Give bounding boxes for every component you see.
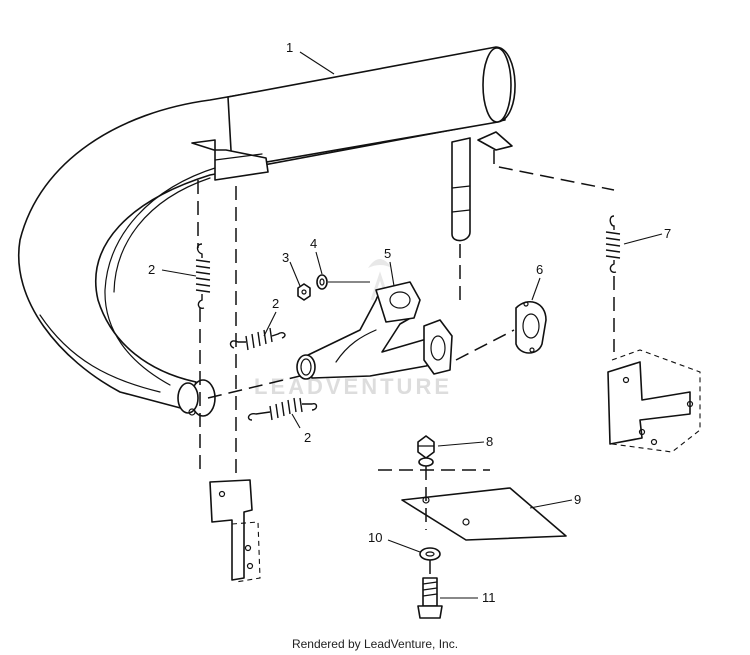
nut-part-8 bbox=[417, 435, 435, 467]
callout-1: 1 bbox=[286, 40, 293, 55]
callout-8: 8 bbox=[486, 434, 493, 449]
watermark-logo: LEADVENTURE bbox=[254, 259, 452, 399]
washer-part-10 bbox=[419, 547, 441, 561]
callout-10: 10 bbox=[368, 530, 382, 545]
watermark-text: LEADVENTURE bbox=[254, 374, 452, 399]
footer-credit: Rendered by LeadVenture, Inc. bbox=[291, 637, 459, 651]
callouts: 1 2 2 2 3 4 5 6 7 8 9 10 11 bbox=[148, 40, 671, 605]
bolt-part-11 bbox=[417, 577, 443, 619]
spring-part-7 bbox=[605, 215, 621, 274]
callout-2-lower: 2 bbox=[304, 430, 311, 445]
plate-part-9 bbox=[401, 487, 567, 541]
callout-4: 4 bbox=[310, 236, 317, 251]
manifold-part-5 bbox=[296, 281, 453, 380]
callout-11: 11 bbox=[482, 590, 496, 605]
callout-6: 6 bbox=[536, 262, 543, 277]
callout-3: 3 bbox=[282, 250, 289, 265]
nut-part-3 bbox=[297, 283, 311, 301]
assembly-lines bbox=[197, 150, 615, 578]
muffler-part-1 bbox=[17, 46, 516, 417]
callout-2-upper: 2 bbox=[148, 262, 155, 277]
callout-7: 7 bbox=[664, 226, 671, 241]
leader-lines bbox=[161, 51, 663, 599]
spring-part-2-middle bbox=[229, 327, 286, 351]
callout-2-middle: 2 bbox=[272, 296, 279, 311]
washer-part-4 bbox=[316, 274, 328, 290]
frame-bracket-left bbox=[209, 479, 261, 583]
spring-part-2-upper bbox=[195, 243, 211, 310]
gasket-part-6 bbox=[515, 300, 547, 354]
frame-bracket-right bbox=[607, 349, 701, 453]
spring-part-2-lower bbox=[247, 397, 318, 421]
callout-5: 5 bbox=[384, 246, 391, 261]
callout-9: 9 bbox=[574, 492, 581, 507]
